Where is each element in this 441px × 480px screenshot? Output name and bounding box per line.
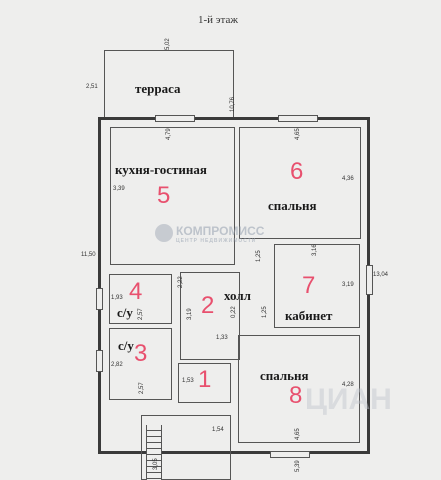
dim-kitchen-top: 4,79	[166, 128, 172, 140]
dim-bed8-right: 4,28	[342, 382, 354, 388]
bath-3-label: с/у	[118, 338, 134, 353]
terrace-label: терраса	[135, 81, 181, 96]
dim-terrace-right: 10,76	[230, 96, 236, 112]
dim-hall-mid: 0,22	[231, 306, 237, 318]
dim-bath4-inner: 2,57	[138, 308, 144, 320]
room-kitchen	[110, 127, 235, 265]
dim-cab-left: 1,25	[256, 250, 262, 262]
dim-hall-bottom: 1,33	[216, 335, 228, 341]
dim-bottom-left: 3,05	[153, 458, 159, 470]
dim-bath3-side: 2,82	[111, 362, 123, 368]
cabinet-number: 7	[302, 272, 316, 299]
kitchen-number: 5	[157, 182, 171, 209]
dim-hall-top: 2,22	[178, 276, 184, 288]
cabinet-label: кабинет	[285, 308, 333, 323]
dim-bath3-inner: 2,57	[139, 382, 145, 394]
room-bedroom-6	[239, 127, 361, 239]
stairs	[146, 425, 162, 480]
dim-cab-right: 3,19	[342, 282, 354, 288]
watermark-sub: ЦЕНТР НЕДВИЖИМОСТИ	[176, 238, 257, 244]
window-bath4-left	[96, 288, 103, 310]
room-1	[178, 363, 231, 403]
watermark-logo-icon	[155, 224, 173, 242]
bath-4-number: 4	[129, 278, 143, 305]
bath-4-label: с/у	[117, 305, 133, 320]
floor-title: 1-й этаж	[198, 14, 238, 26]
dim-terrace-left: 2,51	[86, 84, 98, 90]
dim-porch: 1,54	[212, 427, 224, 433]
room-bedroom-8	[238, 335, 360, 443]
window-cabinet-right	[366, 265, 373, 295]
hall-label: холл	[224, 288, 251, 303]
kitchen-label: кухня-гостиная	[115, 162, 207, 177]
dim-bottom-right: 5,39	[295, 460, 301, 472]
window-bed6-top	[278, 115, 318, 122]
bedroom-6-number: 6	[290, 158, 304, 185]
dim-bed8-bottom: 4,65	[295, 428, 301, 440]
dim-bed6-right: 4,36	[342, 176, 354, 182]
dim-room1-w: 1,53	[182, 378, 194, 384]
dim-hall-side: 3,19	[187, 308, 193, 320]
dim-bed6-top: 4,65	[295, 128, 301, 140]
dim-bath4-side: 1,93	[111, 295, 123, 301]
bedroom-8-label: спальня	[260, 368, 309, 383]
bedroom-8-number: 8	[289, 382, 303, 409]
dim-total-left: 11,50	[81, 252, 96, 258]
window-bed8-bottom	[270, 451, 310, 458]
dim-cab-top: 3,16	[312, 244, 318, 256]
dim-terrace-top: 5,02	[165, 38, 171, 50]
watermark-cian: ЦИАН	[305, 383, 392, 416]
dim-cab-left2: 1,25	[262, 306, 268, 318]
room-bath-3	[109, 328, 172, 400]
room-bath-4	[109, 274, 172, 324]
room-hall	[180, 272, 240, 360]
dim-kitchen-left: 3,39	[113, 186, 125, 192]
watermark-brand: КОМПРОМИСС	[176, 224, 265, 238]
dim-total-right: 13,04	[373, 272, 389, 278]
hall-number: 2	[201, 292, 215, 319]
bedroom-6-label: спальня	[268, 198, 317, 213]
window-kitchen-top	[155, 115, 195, 122]
bath-3-number: 3	[134, 340, 148, 367]
room-cabinet	[274, 244, 360, 328]
window-bath3-left	[96, 350, 103, 372]
room-1-number: 1	[198, 366, 212, 393]
